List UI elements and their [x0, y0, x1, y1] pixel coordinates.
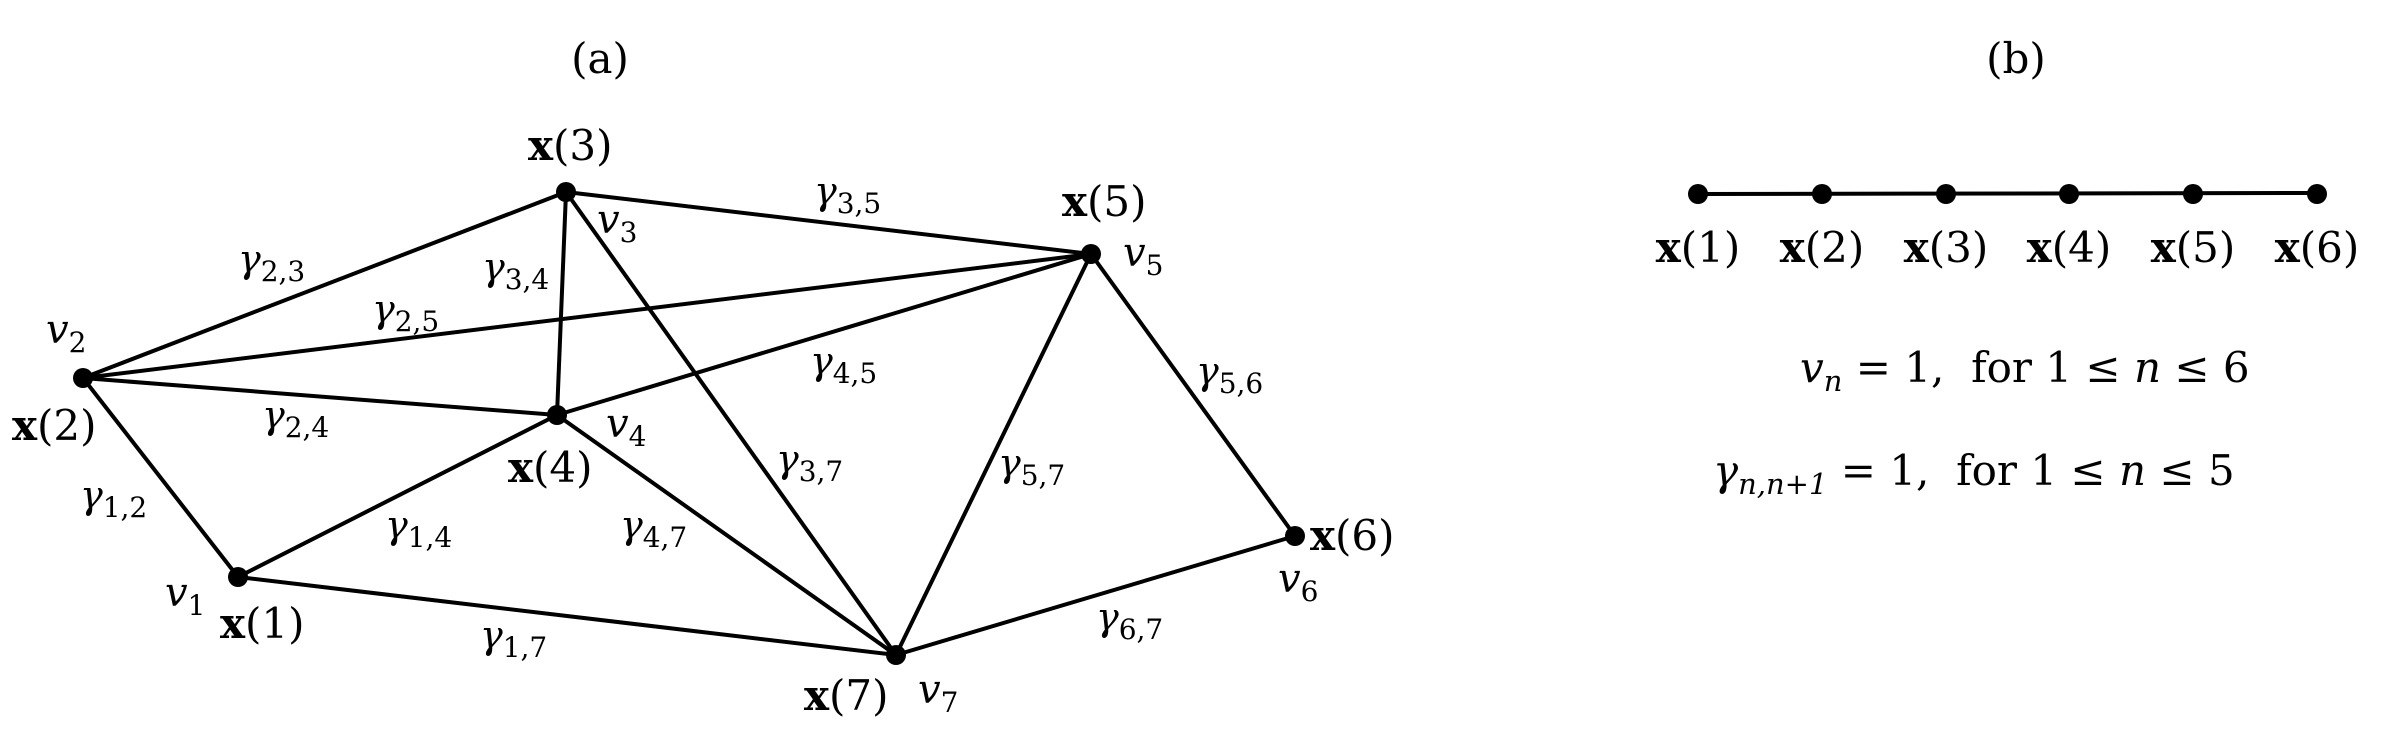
edge-3-4: [555, 191, 568, 416]
node-label-v3: v3: [597, 197, 637, 249]
node-label-v4: v4: [606, 401, 646, 453]
panel-a-edge-labels: γ1,2 γ2,3 γ2,5 γ2,4 γ3,4 γ3,5 γ3,7 γ4,5 γ1,4 γ4,7…: [80, 169, 1263, 664]
edge-label-2-5: γ2,5: [372, 287, 439, 338]
node-2: [73, 368, 93, 388]
node-1: [228, 567, 248, 587]
node-label-x6: x(6): [1310, 511, 1395, 560]
node-4: [547, 405, 567, 425]
chain-node-label-2: x(2): [1780, 223, 1865, 272]
chain-node-label-5: x(5): [2151, 223, 2236, 272]
edge-5-7: [894, 253, 1093, 656]
node-7: [886, 645, 906, 665]
edge-label-5-6: γ5,6: [1196, 349, 1263, 400]
edge-label-3-4: γ3,4: [482, 245, 549, 296]
chain-node-label-3: x(3): [1904, 223, 1989, 272]
edge-label-5-7: γ5,7: [998, 441, 1065, 492]
chain-node-4: [2059, 184, 2079, 204]
equation-v: vn = 1, for 1 ≤ n ≤ 6: [1800, 343, 2250, 398]
chain-node-2: [1812, 184, 1832, 204]
edge-2-5: [82, 252, 1092, 380]
edge-2-4: [82, 376, 558, 417]
edge-5-6: [1089, 252, 1297, 538]
chain-node-6: [2307, 184, 2327, 204]
edge-label-1-4: γ1,4: [385, 503, 452, 554]
chain-node-1: [1688, 184, 1708, 204]
edge-1-4: [237, 413, 558, 579]
edge-label-4-7: γ4,7: [620, 503, 687, 554]
panel-a-edges: [81, 190, 1297, 657]
edge-2-3: [82, 190, 567, 380]
node-label-x2: x(2): [12, 401, 97, 450]
edge-label-4-5: γ4,5: [810, 339, 877, 390]
node-label-x7: x(7): [804, 671, 889, 720]
chain-node-5: [2183, 184, 2203, 204]
edge-label-1-2: γ1,2: [80, 473, 147, 524]
node-label-v1: v1: [165, 570, 205, 622]
edge-3-5: [565, 190, 1092, 256]
panel-b-chain: x(1) x(2) x(3) x(4) x(5) x(6): [1656, 184, 2360, 272]
edge-label-3-5: γ3,5: [814, 169, 881, 220]
edge-label-2-3: γ2,3: [238, 237, 305, 288]
node-label-x3: x(3): [528, 121, 613, 170]
node-6: [1285, 526, 1305, 546]
edge-label-6-7: γ6,7: [1096, 595, 1163, 646]
node-label-v2: v2: [46, 307, 86, 359]
panel-a-title: (a): [571, 34, 629, 83]
node-label-x5: x(5): [1062, 177, 1147, 226]
node-label-x4: x(4): [508, 443, 593, 492]
chain-node-label-1: x(1): [1656, 223, 1741, 272]
panel-a-nodes: [73, 182, 1305, 665]
edge-3-7: [564, 190, 898, 657]
panel-b-title: (b): [1986, 34, 2046, 83]
edge-4-5: [556, 252, 1092, 417]
node-label-v6: v6: [1278, 556, 1318, 608]
chain-node-3: [1936, 184, 1956, 204]
node-3: [556, 182, 576, 202]
edge-6-7: [895, 534, 1296, 657]
chain-node-label-4: x(4): [2027, 223, 2112, 272]
node-label-v7: v7: [918, 667, 958, 719]
node-5: [1081, 244, 1101, 264]
chain-line: [1697, 191, 2318, 196]
edge-label-1-7: γ1,7: [480, 613, 547, 664]
edge-4-7: [555, 413, 898, 657]
panel-a-node-labels: x(1) v1 x(2) v2 x(3) v3 x(4) v4 x(5)v5 x(6)v6 x(7)…: [12, 121, 1395, 720]
chain-node-label-6: x(6): [2275, 223, 2360, 272]
equation-gamma: γn,n+1 = 1, for 1 ≤ n ≤ 5: [1713, 446, 2235, 501]
edge-1-7: [237, 575, 897, 657]
node-label-x1: x(1): [220, 599, 305, 648]
edge-label-3-7: γ3,7: [776, 437, 843, 488]
edge-label-2-4: γ2,4: [262, 393, 329, 444]
edge-1-2: [81, 376, 240, 579]
node-label-v5: v5: [1123, 230, 1163, 282]
